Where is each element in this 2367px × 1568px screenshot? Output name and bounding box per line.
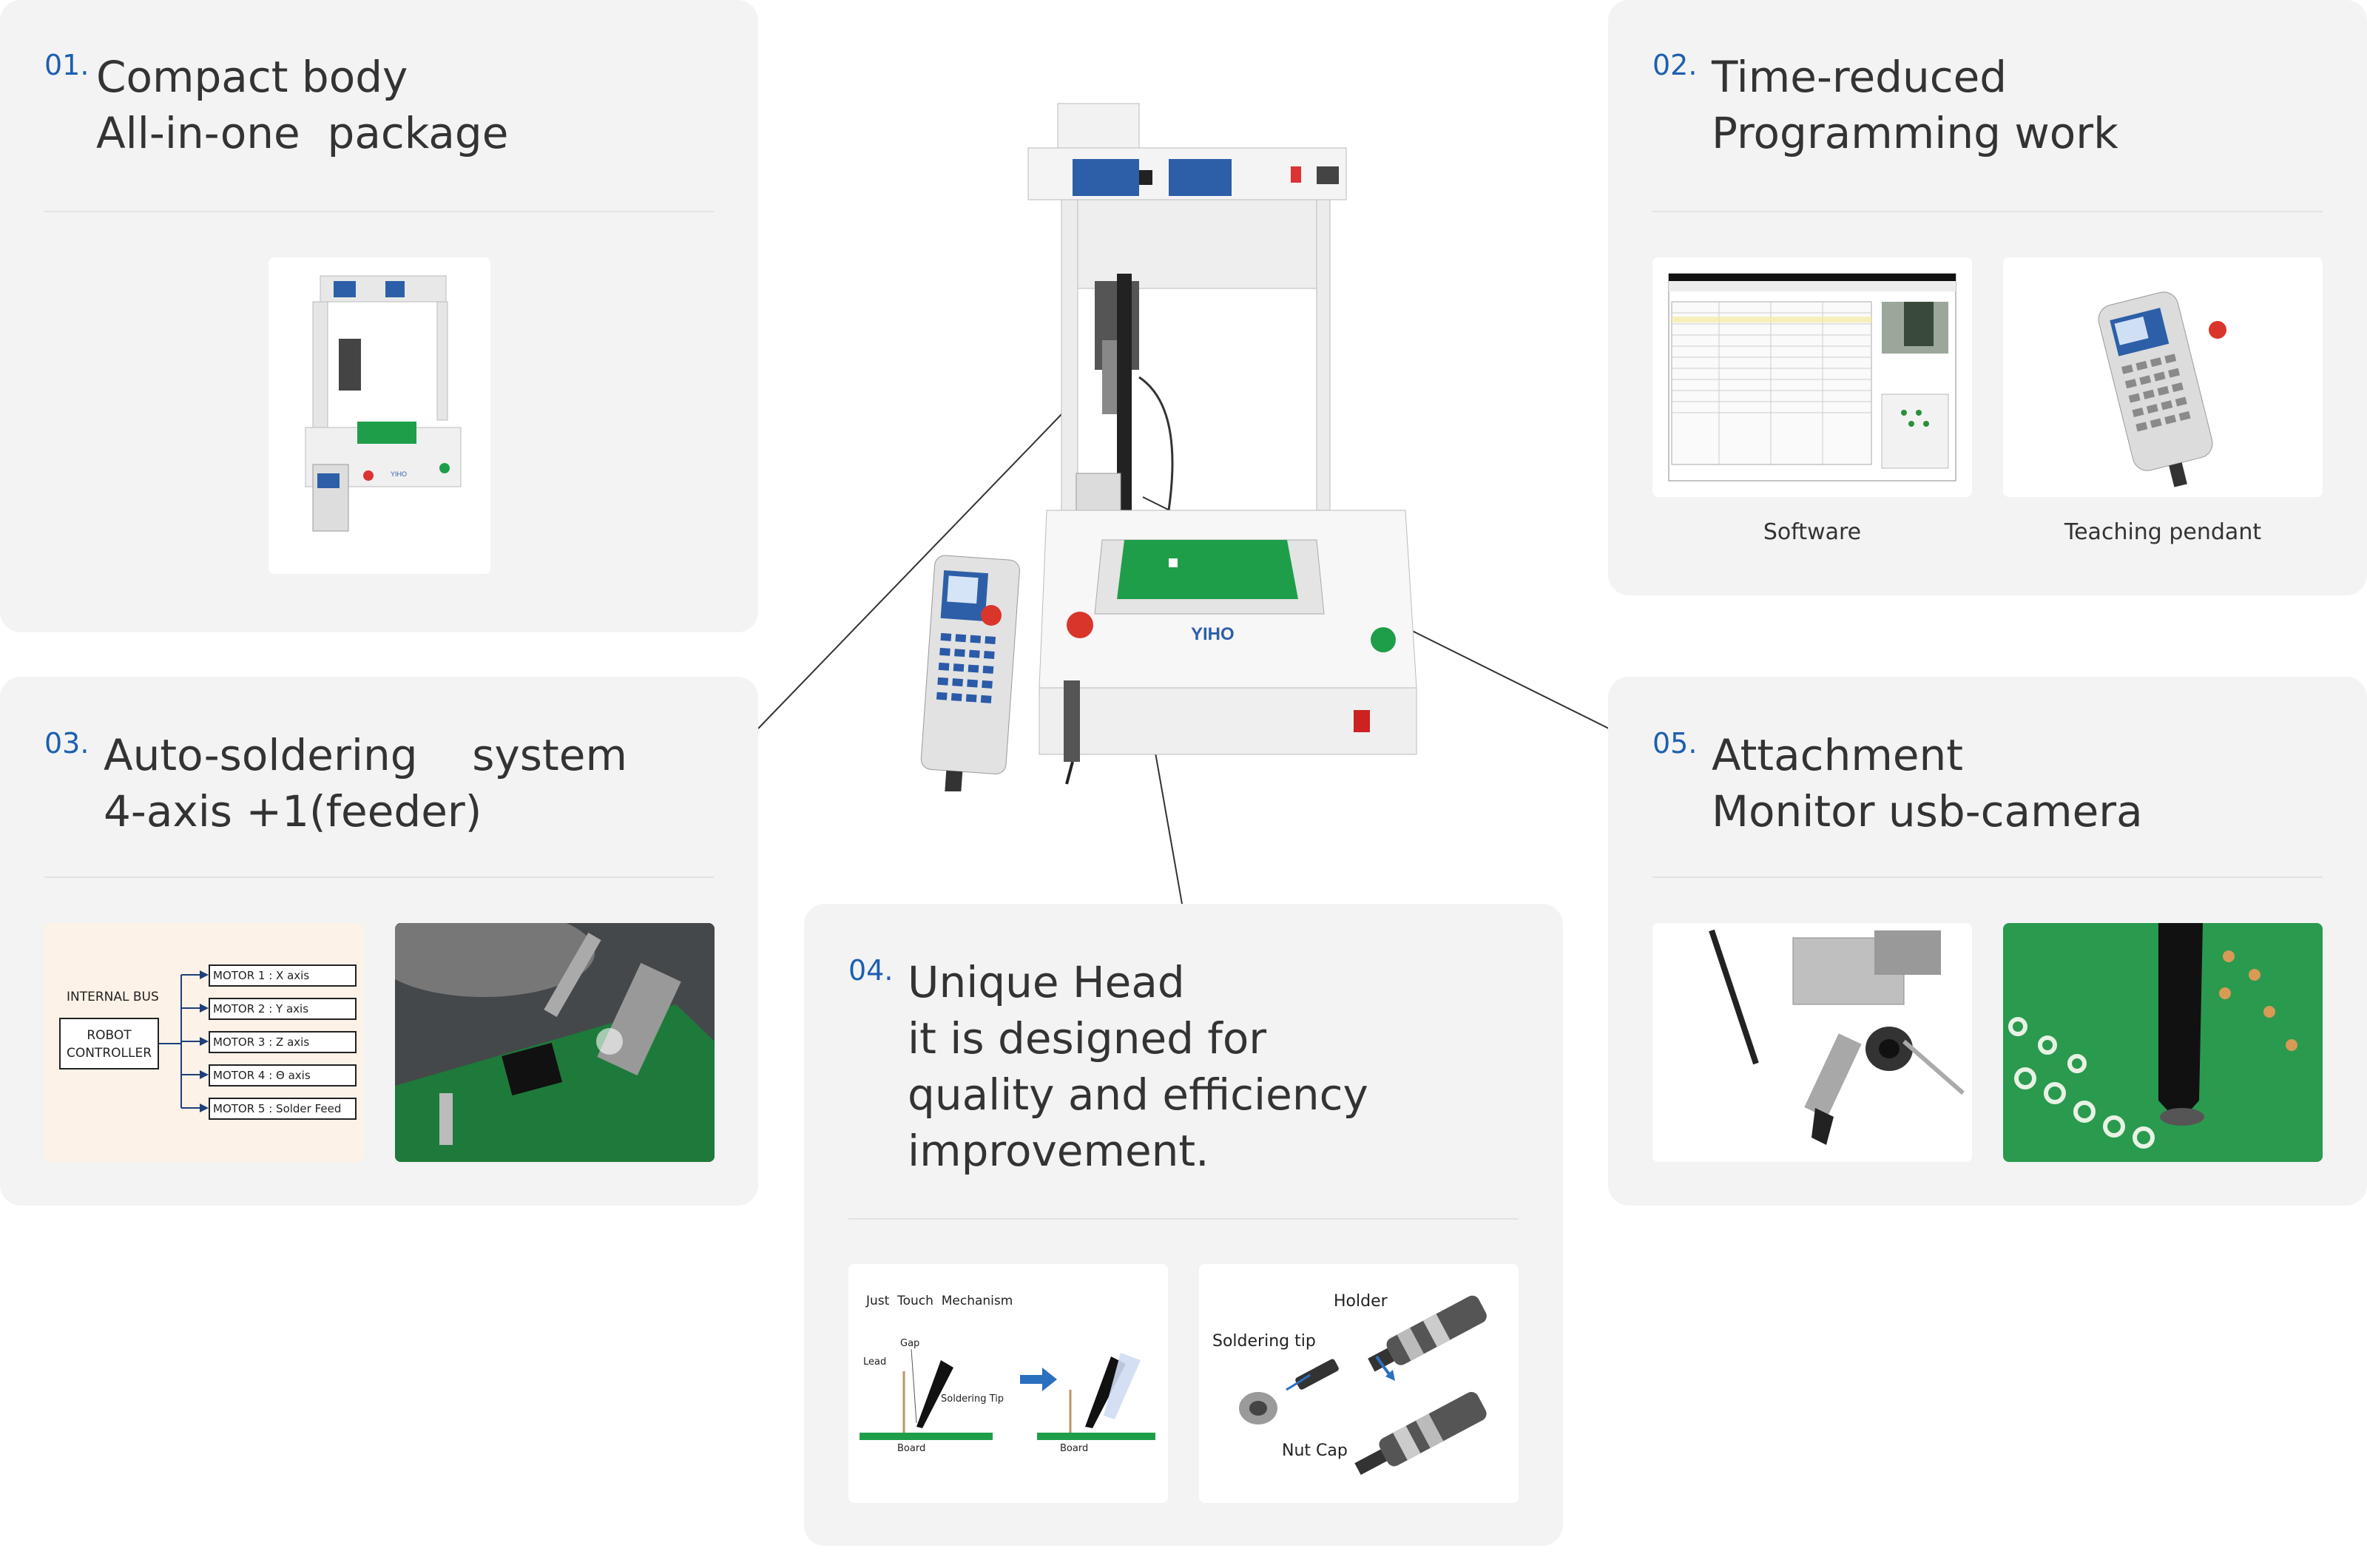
machine-brand: YIHO bbox=[1191, 624, 1235, 644]
soldering-tip-label: Soldering tip bbox=[1212, 1332, 1316, 1351]
feature-number: 05. bbox=[1652, 727, 1698, 760]
feature-card-05: 05. Attachment Monitor usb-camera bbox=[1608, 677, 2367, 1206]
board-label-1: Board bbox=[897, 1443, 926, 1454]
feature-title: Time-reduced Programming work bbox=[1712, 52, 2118, 158]
card-divider bbox=[848, 1218, 1519, 1220]
feature-number: 02. bbox=[1652, 49, 1698, 81]
camera-attachment-photo bbox=[1652, 923, 1972, 1162]
holder-label: Holder bbox=[1334, 1292, 1388, 1311]
motor-box-3: MOTOR 3 : Z axis bbox=[209, 1031, 357, 1053]
card-divider bbox=[1652, 876, 2323, 878]
teaching-pendant-caption: Teaching pendant bbox=[2064, 519, 2262, 545]
compact-machine-image: YIHO bbox=[269, 257, 490, 574]
feature-card-03: 03. Auto-soldering system 4-axis +1(feed… bbox=[0, 677, 758, 1206]
just-touch-mechanism-diagram: Just Touch Mechanism Gap Lead Soldering … bbox=[848, 1264, 1168, 1503]
bus-diagram: INTERNAL BUS ROBOT CONTROLLER MOTOR 1 : … bbox=[44, 923, 364, 1162]
card-divider bbox=[44, 211, 714, 212]
nut-cap-label: Nut Cap bbox=[1282, 1442, 1348, 1460]
motor-box-2: MOTOR 2 : Y axis bbox=[209, 998, 357, 1020]
connector-line-03 bbox=[757, 410, 1066, 729]
tip-label: Soldering Tip bbox=[941, 1393, 1004, 1405]
camera-view-photo bbox=[2003, 923, 2323, 1162]
machine-brand-small: YIHO bbox=[391, 470, 407, 478]
motor-box-5: MOTOR 5 : Solder Feed bbox=[209, 1098, 357, 1120]
feature-number: 01. bbox=[44, 49, 90, 81]
mechanism-heading: Just Touch Mechanism bbox=[866, 1294, 1013, 1308]
feature-card-01: 01. Compact body All-in-one package YIHO bbox=[0, 0, 758, 632]
teaching-pendant-image bbox=[2003, 257, 2323, 497]
soldering-closeup-photo bbox=[395, 923, 715, 1162]
feature-card-04: 04. Unique Head it is designed for quali… bbox=[804, 904, 1563, 1546]
head-parts-diagram: Holder Soldering tip Nut Cap bbox=[1199, 1264, 1519, 1503]
feature-number: 03. bbox=[44, 727, 90, 760]
feature-title: Compact body All-in-one package bbox=[96, 52, 509, 158]
feature-number: 04. bbox=[848, 954, 894, 987]
feature-card-02: 02. Time-reduced Programming work bbox=[1608, 0, 2367, 595]
gap-label: Gap bbox=[900, 1338, 920, 1349]
motor-box-4: MOTOR 4 : Θ axis bbox=[209, 1064, 357, 1087]
feature-title: Auto-soldering system 4-axis +1(feeder) bbox=[104, 730, 627, 837]
controller-box: ROBOT CONTROLLER bbox=[59, 1018, 159, 1069]
motor-box-1: MOTOR 1 : X axis bbox=[209, 964, 357, 987]
lead-label: Lead bbox=[863, 1356, 887, 1368]
software-screenshot bbox=[1652, 257, 1972, 497]
feature-title: Unique Head it is designed for quality a… bbox=[908, 957, 1368, 1176]
feature-title: Attachment Monitor usb-camera bbox=[1712, 730, 2143, 837]
card-divider bbox=[1652, 211, 2323, 212]
bus-label: INTERNAL BUS bbox=[67, 990, 159, 1004]
board-label-2: Board bbox=[1060, 1443, 1089, 1454]
card-divider bbox=[44, 876, 714, 878]
soldering-robot-machine: YIHO bbox=[920, 103, 1417, 791]
software-caption: Software bbox=[1763, 519, 1862, 545]
